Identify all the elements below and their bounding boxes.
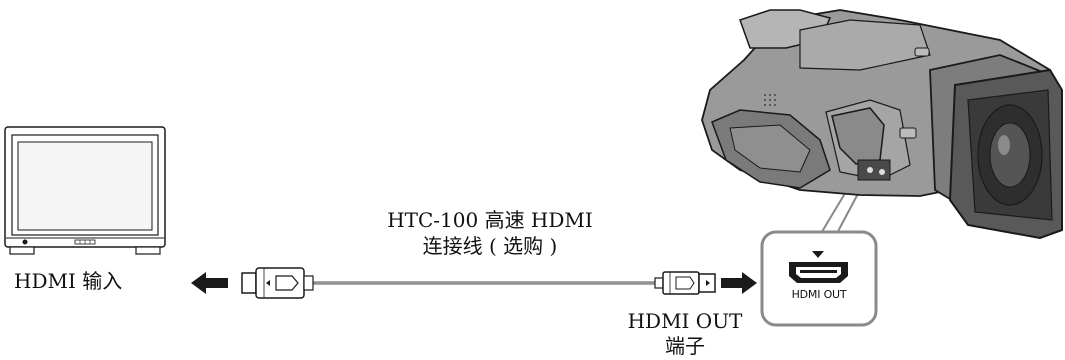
- monitor-icon: [4, 126, 166, 255]
- port-caption: HDMI OUT: [791, 288, 847, 301]
- hdmi-input-label: HDMI 输入: [14, 269, 123, 293]
- camcorder-icon: [701, 9, 1063, 240]
- arrow-right-icon: [721, 272, 757, 294]
- hdmi-port-callout: [760, 230, 878, 327]
- hdmi-out-terminal-label: HDMI OUT: [627, 309, 743, 333]
- hdmi-port-icon: [789, 262, 848, 283]
- arrow-left-icon: [191, 272, 228, 294]
- hdmi-out-terminal-sub-label: 端子: [665, 334, 705, 358]
- hdmi-plug-right-icon: [654, 271, 716, 295]
- hdmi-plug-icon: [241, 267, 314, 299]
- cable-label-line1: HTC-100 高速 HDMI: [387, 208, 593, 232]
- cable-label-line2: 连接线 ( 选购 ): [422, 234, 558, 258]
